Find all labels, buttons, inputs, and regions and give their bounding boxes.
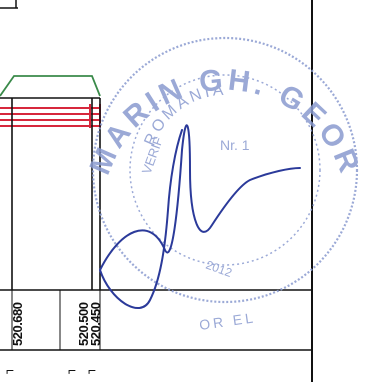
bottom-mark-right: ⌐ xyxy=(88,362,97,378)
elevation-label-1: 520.680 xyxy=(10,302,25,347)
signature xyxy=(99,124,301,310)
bottom-mark-left: ⌐ xyxy=(6,362,15,378)
svg-text:OR EL: OR EL xyxy=(198,309,257,333)
elevation-label-3: 520.450 xyxy=(88,302,103,347)
green-roof-outline xyxy=(0,75,101,97)
stamp-center-text: Nr. 1 xyxy=(220,137,250,153)
stamp-year-text: 2012 xyxy=(204,258,234,280)
bottom-mark-mid: ⌐ xyxy=(68,362,77,378)
